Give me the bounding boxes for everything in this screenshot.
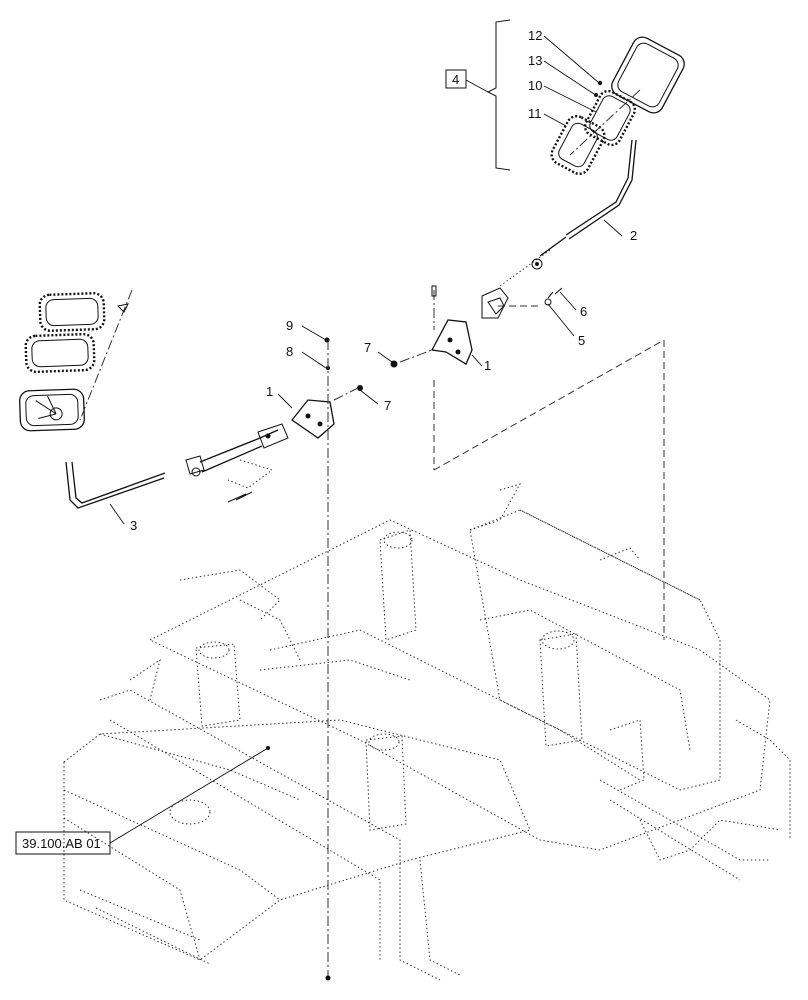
callout-5: 5 (578, 333, 585, 348)
left-mirror-housing (19, 388, 85, 432)
left-mirror-arm (65, 423, 289, 525)
callout-7b: 7 (384, 398, 391, 413)
callout-8: 8 (286, 344, 293, 359)
leader-2 (603, 219, 623, 237)
right-mirror-arm (481, 139, 637, 337)
nut-7a (390, 360, 398, 368)
callout-13: 13 (528, 53, 542, 68)
callout-box-4 (445, 69, 467, 89)
callout-7a: 7 (364, 340, 371, 355)
reference-leader (109, 747, 269, 844)
callout-labels: 12 13 10 11 4 2 6 5 7 1 9 8 1 7 3 (130, 28, 637, 533)
callout-3: 3 (130, 518, 137, 533)
reference-label: 39.100.AB 01 (22, 836, 101, 851)
callout-4: 4 (452, 72, 459, 87)
mirror-centerline (569, 89, 641, 156)
leader-13 (543, 60, 595, 95)
leader-11 (543, 113, 567, 127)
left-mirror-assembly (19, 289, 133, 432)
left-mirror-gasket (38, 292, 106, 332)
group-bracket (486, 19, 511, 171)
right-mirror-assembly (445, 19, 685, 176)
nut-7b (357, 385, 363, 391)
left-mount-bracket (277, 325, 379, 981)
callout-1a: 1 (484, 358, 491, 373)
mirror-gasket (550, 114, 606, 176)
callout-11: 11 (528, 106, 542, 121)
reference-box (15, 831, 111, 855)
washer-5 (544, 298, 552, 306)
callout-2: 2 (630, 228, 637, 243)
chassis-frame (63, 483, 791, 981)
callout-6: 6 (580, 304, 587, 319)
screw-13 (594, 93, 598, 97)
arm-clamp (481, 287, 509, 319)
leader-4 (465, 79, 489, 93)
leader-10 (543, 85, 597, 113)
screw-12 (597, 80, 603, 86)
left-mirror-glass (24, 332, 96, 374)
mirror-housing (611, 36, 685, 114)
leader-12 (543, 35, 599, 83)
callout-9: 9 (286, 318, 293, 333)
callout-12: 12 (528, 28, 542, 43)
right-mount-bracket (377, 285, 665, 640)
callout-10: 10 (528, 78, 542, 93)
callout-1b: 1 (266, 384, 273, 399)
bolt-6 (547, 287, 563, 299)
